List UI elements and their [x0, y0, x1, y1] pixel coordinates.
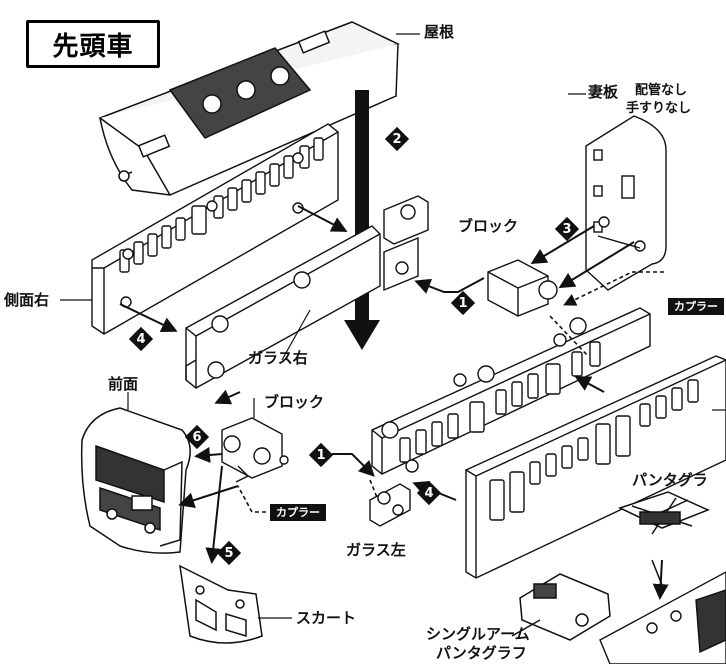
step-6-marker: 6 — [184, 424, 210, 450]
bracket-part — [383, 195, 429, 292]
assembly-arrows — [119, 205, 669, 600]
block-bottom-part — [221, 417, 289, 483]
interior-chassis-part — [371, 307, 651, 475]
page-title: 先頭車 — [26, 20, 160, 68]
step-1b-marker: 1 — [308, 442, 334, 468]
skirt-part — [179, 564, 263, 644]
label-coupler-bottom: カプラー — [270, 504, 326, 521]
label-glass-right: ガラス右 — [248, 349, 308, 367]
side-right-part — [91, 123, 339, 335]
label-skirt: スカート — [296, 609, 357, 627]
pantograph-part — [617, 491, 710, 591]
step-5-marker: 5 — [216, 540, 242, 566]
label-no-piping: 配管なし — [635, 83, 688, 98]
step-4b-marker: 4 — [416, 480, 442, 506]
block-top-part — [487, 259, 558, 317]
label-pantograph: パンタグラ — [632, 471, 708, 489]
label-front: 前面 — [108, 375, 139, 393]
label-coupler-right: カプラー — [668, 298, 724, 315]
single-arm-pantograph-part — [511, 573, 611, 641]
front-cab-part — [80, 407, 191, 554]
label-block-bottom: ブロック — [264, 393, 325, 411]
label-no-handrail: 手すりなし — [626, 101, 692, 116]
roof-down-arrow — [344, 90, 380, 350]
step-3-marker: 3 — [554, 216, 580, 242]
glass-right-part — [185, 225, 381, 389]
label-side-right: 側面右 — [4, 291, 50, 309]
label-roof: 屋根 — [424, 23, 455, 41]
label-single-arm-pantograph: パンタグラフ — [436, 644, 527, 662]
step-1a-marker: 1 — [450, 290, 476, 316]
label-single-arm: シングルアーム — [426, 625, 530, 643]
label-end-plate: 妻板 — [588, 83, 619, 101]
body-shell-part — [465, 355, 726, 579]
dashed-guides — [237, 271, 664, 513]
end-plate-part — [585, 115, 667, 291]
roof-part — [98, 21, 400, 196]
step-4a-marker: 4 — [128, 326, 154, 352]
label-glass-left: ガラス左 — [346, 541, 406, 559]
step-2-marker: 2 — [384, 126, 410, 152]
underfloor-part — [599, 571, 726, 664]
label-block-top: ブロック — [458, 217, 519, 235]
glass-left-part — [369, 483, 411, 527]
